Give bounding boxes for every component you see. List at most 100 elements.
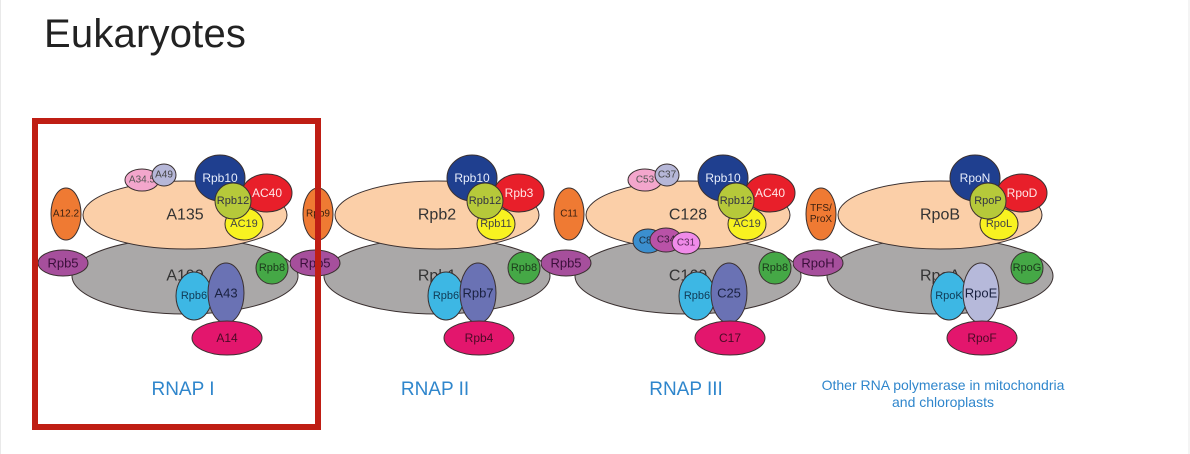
subunit-shape <box>717 182 755 220</box>
subunit-label: Rpb4 <box>465 331 494 345</box>
subunit-label: RpoH <box>801 256 834 271</box>
subunit-label: A34.5 <box>129 175 156 186</box>
subunit-left-mid: Rpb5 <box>38 249 89 277</box>
subunit-shape <box>758 251 792 285</box>
polymerase-diagram: C160C128C11C53C37C82C34C31Rpb10AC40AC19R… <box>541 154 802 356</box>
subunit-right-mid: RpoG <box>1010 251 1044 285</box>
subunit-shape <box>38 249 89 277</box>
subunit-label: RpoP <box>974 195 1002 207</box>
subunit-right-mid: Rpb8 <box>507 251 541 285</box>
subunit-shape <box>694 320 766 356</box>
subunit-label: RpoB <box>920 207 960 224</box>
polymerase-diagram: RpoARpoBTFS/ProXRpoNRpoDRpoLRpoPRpoHRpoG… <box>793 154 1054 356</box>
subunit-label: A14 <box>216 331 238 345</box>
subunit-label: RpoK <box>935 290 963 302</box>
subunit-shape <box>553 187 585 241</box>
subunit-shape <box>969 182 1007 220</box>
subunit-shape <box>214 182 252 220</box>
subunit-label: Rpb8 <box>259 262 285 274</box>
subunit-label: RpoG <box>1013 262 1042 274</box>
subunit-label: Rpb8 <box>511 262 537 274</box>
subunit-label: Rpb6 <box>684 290 710 302</box>
subunit-label: Rpb9 <box>306 209 330 220</box>
subunit-foot-bottom: RpoF <box>946 320 1018 356</box>
subunit-label: Rpb12 <box>720 195 752 207</box>
subunit-top-a: A34.5 <box>124 168 160 192</box>
subunit-shape <box>805 187 837 241</box>
page-right-border <box>1188 0 1190 454</box>
subunit-label: TFS/ <box>810 203 832 214</box>
subunit-label: Rpb6 <box>181 290 207 302</box>
subunit-foot-left: Rpb6 <box>678 271 716 321</box>
subunit-label: C53 <box>636 175 655 186</box>
subunit-label: C82 <box>639 236 658 247</box>
subunit-left-small: TFS/ProX <box>805 187 837 241</box>
polymerase-diagram: Rpb1Rpb2Rpb9Rpb10Rpb3Rpb11Rpb12Rpb5Rpb8R… <box>290 154 551 356</box>
polymerase-panel: RpoARpoBTFS/ProXRpoNRpoDRpoLRpoPRpoHRpoG… <box>793 118 1083 430</box>
subunit-shape <box>507 251 541 285</box>
subunit-right-mid: Rpb8 <box>758 251 792 285</box>
subunit-left-mid: Rpb5 <box>290 249 341 277</box>
subunit-mid-c: C31 <box>671 231 701 255</box>
page-left-border <box>0 0 1 454</box>
subunit-label: Rpb11 <box>480 218 512 230</box>
subunit-cluster-mid: Rpb12 <box>466 182 504 220</box>
subunit-shape <box>793 249 844 277</box>
subunit-cluster-right: RpoD <box>996 173 1048 213</box>
polymerase-caption: Other RNA polymerase in mitochondria and… <box>821 377 1065 410</box>
subunit-label: RpoN <box>960 171 991 185</box>
subunit-left-mid: Rpb5 <box>541 249 592 277</box>
subunit-label: RpoE <box>965 286 998 301</box>
subunit-shape <box>1010 251 1044 285</box>
page-title: Eukaryotes <box>44 12 247 56</box>
subunit-foot-bottom: A14 <box>191 320 263 356</box>
subunit-top-b: C37 <box>654 163 680 187</box>
subunit-foot-bottom: C17 <box>694 320 766 356</box>
subunit-label: Rpb2 <box>418 207 456 224</box>
subunit-label: ProX <box>810 214 833 225</box>
subunit-label: A12.2 <box>53 209 80 220</box>
subunit-label: RpoL <box>986 218 1012 230</box>
subunit-label: Rpb12 <box>469 195 501 207</box>
subunit-left-small: C11 <box>553 187 585 241</box>
subunit-label: AC40 <box>252 186 282 200</box>
subunit-label: RpoF <box>967 331 996 345</box>
subunit-label: Rpb5 <box>299 256 330 271</box>
subunit-label: C31 <box>677 238 696 249</box>
subunit-label: C11 <box>560 209 578 220</box>
subunit-foot-right: A43 <box>207 262 245 324</box>
subunit-cluster-right: AC40 <box>744 173 796 213</box>
subunit-cluster-right: Rpb3 <box>493 173 545 213</box>
subunit-label: Rpb10 <box>705 171 741 185</box>
subunit-label: Rpb7 <box>462 286 493 301</box>
subunit-cluster-mid: Rpb12 <box>214 182 252 220</box>
subunit-label: Rpb12 <box>217 195 249 207</box>
subunit-foot-left: Rpb6 <box>175 271 213 321</box>
subunit-shape <box>671 231 701 255</box>
subunit-top-b: A49 <box>151 163 177 187</box>
polymerase-caption: RNAP III <box>649 379 723 400</box>
subunit-label: A135 <box>166 207 203 224</box>
polymerase-diagram: A190A135A12.2A34.5A49Rpb10AC40AC19Rpb12R… <box>38 154 299 356</box>
subunit-left-small: Rpb9 <box>302 187 334 241</box>
polymerase-panel: A190A135A12.2A34.5A49Rpb10AC40AC19Rpb12R… <box>38 118 328 430</box>
polymerase-panel: Rpb1Rpb2Rpb9Rpb10Rpb3Rpb11Rpb12Rpb5Rpb8R… <box>290 118 580 430</box>
subunit-label: C128 <box>669 207 707 224</box>
subunit-label: Rpb6 <box>433 290 459 302</box>
subunit-shape <box>946 320 1018 356</box>
subunit-label: C17 <box>719 331 741 345</box>
polymerase-caption: RNAP II <box>400 379 470 400</box>
subunit-shape <box>255 251 289 285</box>
subunit-foot-left: RpoK <box>930 271 968 321</box>
subunit-foot-left: Rpb6 <box>427 271 465 321</box>
subunit-shape <box>654 163 680 187</box>
subunit-shape <box>50 187 82 241</box>
subunit-shape <box>151 163 177 187</box>
subunit-left-mid: RpoH <box>793 249 844 277</box>
subunit-shape <box>191 320 263 356</box>
subunit-shape <box>466 182 504 220</box>
subunit-right-mid: Rpb8 <box>255 251 289 285</box>
subunit-foot-right: RpoE <box>962 262 1000 324</box>
subunit-label: A43 <box>214 286 237 301</box>
subunit-label: Rpb5 <box>47 256 78 271</box>
